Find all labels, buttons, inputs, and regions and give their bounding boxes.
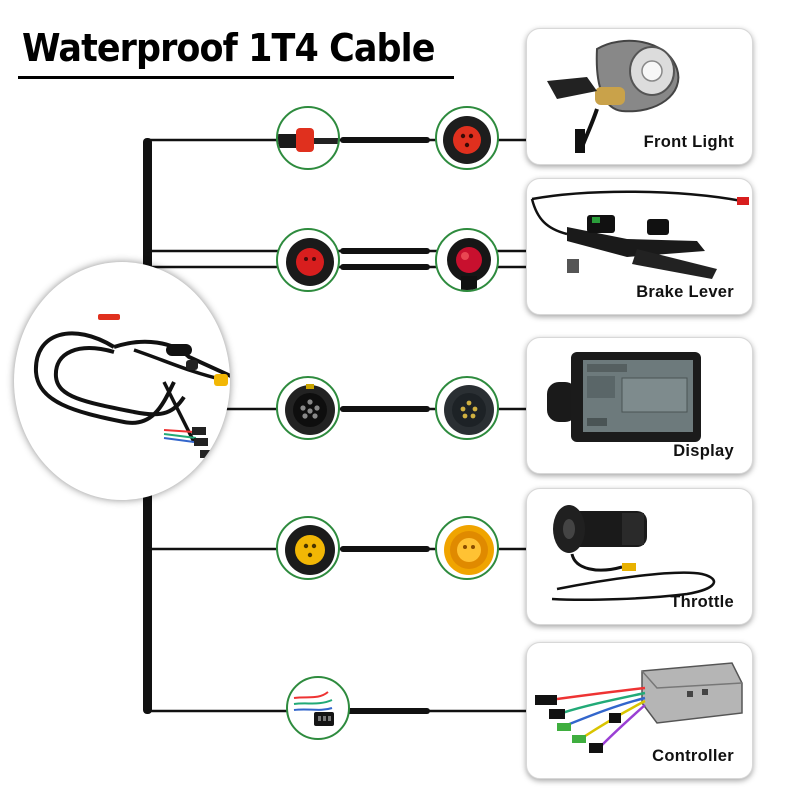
throttle-male-connector-icon [435,516,499,580]
throttle-label: Throttle [670,593,734,611]
front-light-card: Front Light [526,28,753,165]
title-underline [18,76,454,79]
front-light-label: Front Light [643,133,734,151]
brake-lever-card: Brake Lever [526,178,753,315]
display-label: Display [673,442,734,460]
brake-lever-icon [530,190,749,279]
throttle-female-connector-icon [276,516,340,580]
display-card: Display [526,337,753,474]
lcd-display-icon [547,352,701,442]
display-female-connector-icon [276,376,340,440]
front-light-male-connector-icon [276,106,340,170]
brake-lever-label: Brake Lever [636,283,734,301]
brake-lever-female-connector-icon [435,228,499,292]
thumb-throttle-icon [551,505,716,602]
brake-lever-male-connector-icon [276,228,340,292]
display-male-connector-icon [435,376,499,440]
throttle-card: Throttle [526,488,753,625]
controller-plug-connectors-icon [286,676,350,740]
headlight-icon [547,39,680,153]
page-title: Waterproof 1T4 Cable [22,26,435,70]
controller-label: Controller [652,747,734,765]
harness-cable-image [14,262,230,500]
motor-controller-icon [535,662,743,753]
controller-card: Controller [526,642,753,779]
front-light-female-connector-icon [435,106,499,170]
